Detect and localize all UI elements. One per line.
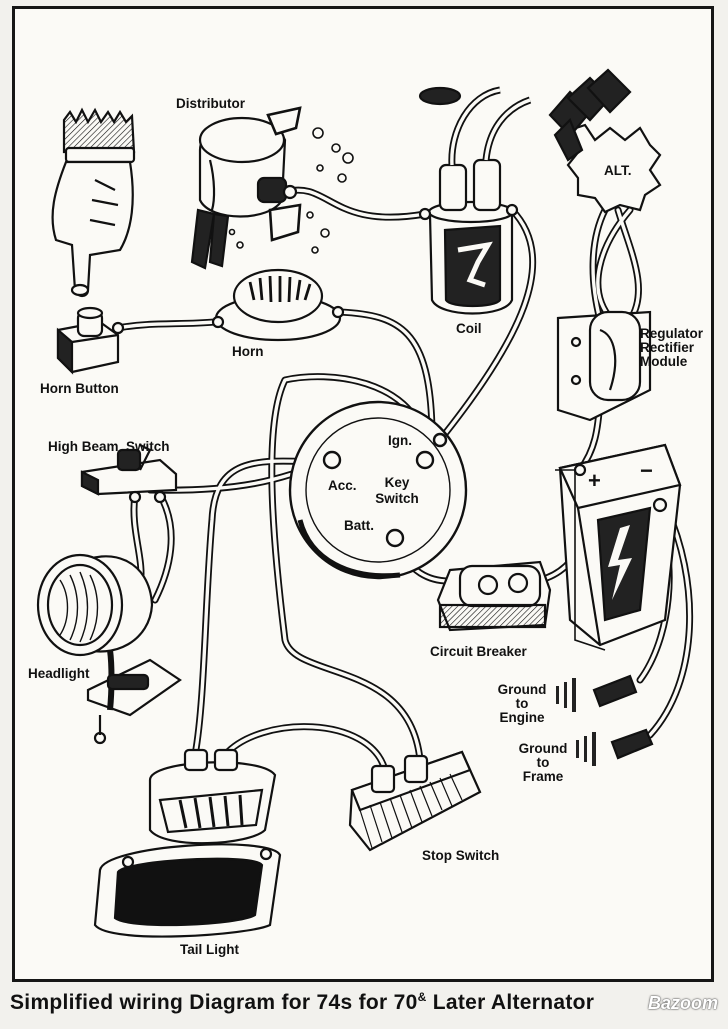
label-acc: Acc. [328, 478, 357, 493]
label-ground-frame-line2: to [536, 755, 550, 770]
label-ground-frame-line1: Ground [518, 741, 568, 756]
ground-frame-illustration [576, 728, 654, 766]
caption-text-after: Later Alternator [426, 991, 595, 1014]
label-ground-frame-line3: Frame [522, 769, 564, 784]
label-alt: ALT. [604, 163, 632, 178]
label-ground-engine-line3: Engine [499, 710, 545, 725]
hand-illustration [51, 107, 136, 298]
label-horn-button: Horn Button [40, 381, 119, 396]
label-circuit-breaker: Circuit Breaker [430, 644, 527, 659]
label-regulator-line1: Regulator [640, 326, 704, 341]
battery-illustration: + − [555, 443, 682, 651]
tail-light-illustration [93, 748, 282, 938]
svg-text:−: − [640, 458, 653, 483]
alternator-illustration [548, 68, 662, 214]
label-ground-engine-line2: to [515, 696, 529, 711]
horn-button-illustration [56, 306, 125, 375]
label-key-line2: Switch [375, 491, 419, 506]
label-stop-switch: Stop Switch [422, 848, 500, 863]
diagram-caption: Simplified wiring Diagram for 74s for 70… [10, 990, 718, 1015]
label-coil: Coil [456, 321, 482, 336]
label-headlight: Headlight [28, 666, 90, 681]
headlight-illustration [36, 553, 182, 745]
label-ign: Ign. [388, 433, 412, 448]
wiring-diagram: + − [36, 68, 694, 938]
watermark: Bazoom [647, 993, 718, 1013]
label-high-beam-switch: High Beam Switch [48, 439, 170, 454]
label-tail-light: Tail Light [180, 942, 239, 957]
label-regulator-line2: Rectifier [640, 340, 695, 355]
label-ground-engine-line1: Ground [497, 682, 547, 697]
regulator-illustration [556, 310, 652, 422]
horn-illustration [211, 268, 345, 342]
stop-switch-illustration [348, 750, 482, 852]
circuit-breaker-illustration [436, 560, 552, 632]
caption-sup: & [417, 990, 427, 1004]
label-horn: Horn [232, 344, 264, 359]
distributor-illustration [190, 106, 354, 270]
ground-engine-illustration [556, 674, 638, 712]
label-regulator-line3: Module [640, 354, 688, 369]
label-distributor: Distributor [176, 96, 245, 111]
caption-text-before: Simplified wiring Diagram for 74s for 70 [10, 991, 418, 1014]
label-key-line1: Key [384, 475, 410, 490]
label-batt: Batt. [344, 518, 374, 533]
key-switch-illustration [288, 400, 468, 580]
coil-illustration [418, 86, 532, 315]
svg-text:+: + [588, 468, 601, 493]
high-beam-switch-illustration [80, 444, 178, 504]
